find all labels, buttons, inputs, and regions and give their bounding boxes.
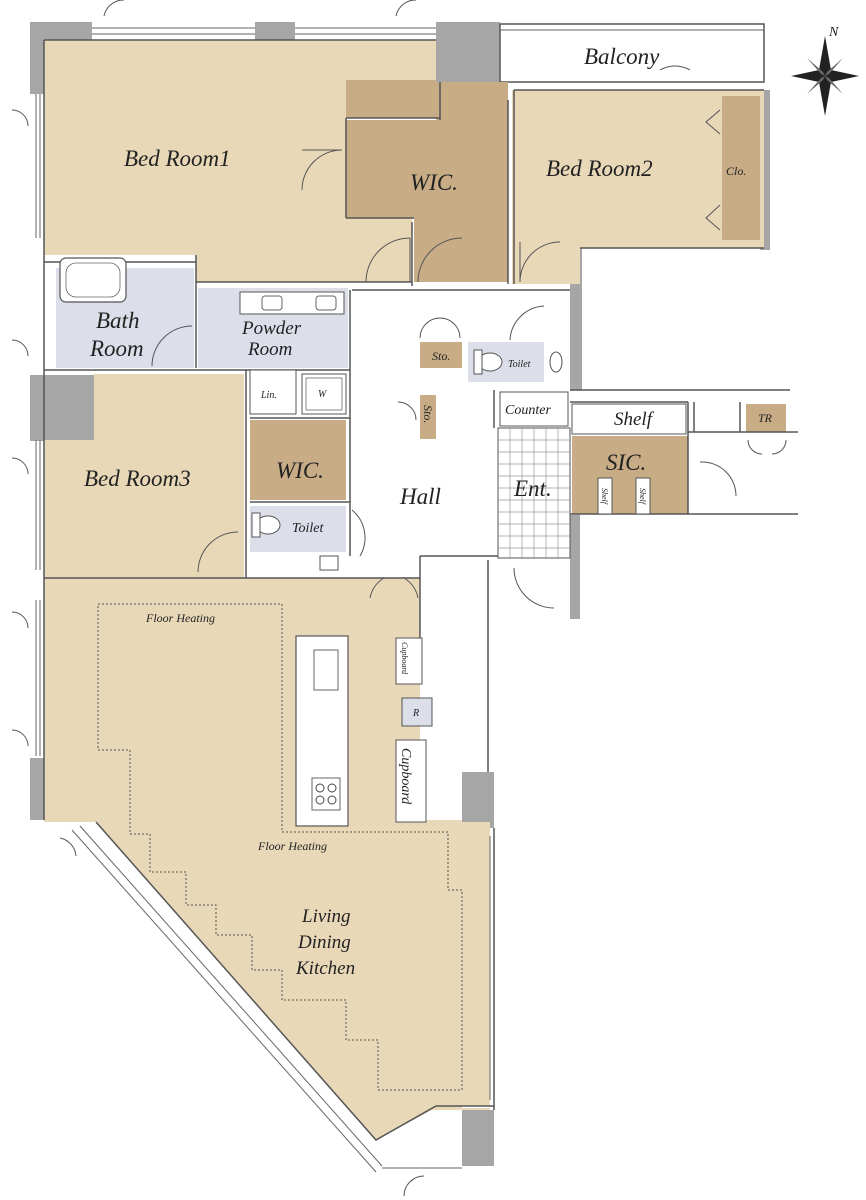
label-floor-heating-2: Floor Heating: [257, 839, 327, 853]
label-floor-heating-1: Floor Heating: [145, 611, 215, 625]
label-storage1: Sto.: [432, 349, 450, 363]
bedroom3-area: [44, 374, 244, 578]
label-bedroom3: Bed Room3: [84, 466, 191, 491]
bathtub: [59, 257, 127, 303]
linen-cabinet: [249, 369, 297, 415]
label-shelf: Shelf: [614, 409, 655, 430]
label-ldk-line3: Kitchen: [295, 958, 355, 979]
label-entrance: Ent.: [513, 476, 552, 501]
balcony: [499, 23, 765, 83]
label-toilet2: Toilet: [292, 521, 324, 536]
refrigerator-box: [401, 697, 433, 727]
label-balcony: Balcony: [584, 44, 660, 69]
label-wic2: WIC.: [276, 458, 324, 483]
kitchen-island: [295, 635, 349, 827]
washer-box: [301, 373, 347, 415]
wic2-area: [250, 420, 346, 500]
label-cupboard-large: Cupboard: [398, 748, 413, 805]
door-swings: [11, 0, 787, 1197]
label-wic1: WIC.: [410, 170, 458, 195]
compass-north-label: N: [828, 25, 839, 40]
cupboard-large-box: [395, 739, 427, 823]
sic-area: [572, 436, 688, 514]
shelf-box: [571, 403, 687, 435]
wall-outlines: [43, 39, 798, 1141]
compass-rose-icon: N: [791, 25, 859, 116]
label-shelf-small-2: Shelf: [638, 488, 647, 506]
label-linen: Lin.: [260, 390, 277, 401]
entrance-tiles: [497, 427, 571, 559]
label-closet: Clo.: [726, 164, 746, 178]
floor-heating-outline: [97, 603, 463, 1091]
label-toilet1: Toilet: [508, 359, 531, 370]
bedroom2-area: [512, 90, 764, 284]
label-cupboard-small: Cupboard: [400, 642, 409, 675]
label-bath-line1: Bath: [96, 308, 139, 333]
closet-area: [722, 96, 760, 240]
closet-doors: [705, 109, 721, 231]
toilet1-fixture: [473, 349, 563, 375]
toilet2-fixture: [251, 512, 339, 571]
label-refrigerator: R: [412, 708, 419, 719]
label-sic: SIC.: [606, 450, 646, 475]
windows: [35, 27, 491, 1173]
powder-sinks: [239, 291, 345, 315]
room-labels: Bed Room1 WIC. Bed Room2 Clo. Balcony Ba…: [84, 44, 773, 979]
entrance-counter: [499, 391, 569, 427]
cupboard-small-box: [395, 637, 423, 685]
label-ldk-line2: Dining: [297, 932, 351, 953]
bedroom1-area: [44, 40, 436, 282]
label-bath-line2: Room: [89, 336, 144, 361]
label-bedroom1: Bed Room1: [124, 146, 231, 171]
label-powder-line1: Powder: [241, 318, 302, 339]
label-powder-line2: Room: [247, 339, 292, 360]
label-counter: Counter: [505, 403, 551, 418]
storage1-area: [420, 342, 462, 368]
label-storage2: Sto.: [421, 405, 435, 423]
label-washer: W: [318, 389, 328, 400]
label-shelf-small-1: Shelf: [600, 488, 609, 506]
label-bedroom2: Bed Room2: [546, 156, 653, 181]
label-hall: Hall: [399, 484, 441, 509]
label-ldk-line1: Living: [301, 906, 351, 927]
storage2-area: [420, 395, 436, 439]
label-trunk-room: TR: [758, 411, 773, 425]
trunk-room-area: [746, 404, 786, 432]
